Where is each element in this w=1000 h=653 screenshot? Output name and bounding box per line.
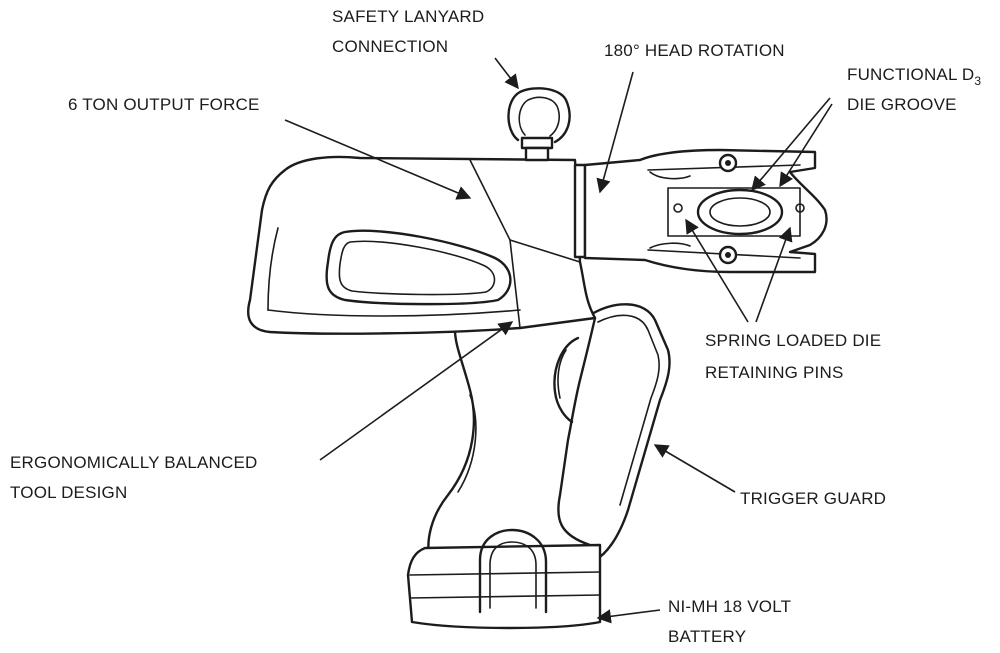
crimping-tool-illustration	[247, 87, 828, 630]
die-oval-outer	[696, 188, 784, 236]
battery-upper-seam	[409, 571, 601, 576]
label-safety-lanyard-2: CONNECTION	[332, 37, 448, 56]
housing-lower-contour	[267, 309, 521, 317]
trigger-shape	[553, 336, 580, 424]
head-lower-slot	[649, 242, 691, 249]
battery-pack-shape	[406, 543, 602, 630]
die-screw-right	[795, 203, 805, 213]
trigger-detail	[557, 349, 567, 399]
retaining-pin-top-center	[725, 160, 731, 166]
label-battery-1: NI-MH 18 VOLT	[668, 597, 791, 616]
battery-lower-seam	[409, 594, 601, 599]
leader-trigger-guard	[653, 444, 736, 493]
side-window-inner	[338, 240, 496, 296]
label-ergonomic-2: TOOL DESIGN	[10, 483, 127, 502]
leader-battery	[596, 609, 661, 624]
label-functional-die-prefix: FUNCTIONAL D	[847, 65, 974, 84]
die-groove-inner	[709, 197, 771, 227]
housing-contour	[267, 227, 279, 311]
callout-labels: SAFETY LANYARD CONNECTION 180° HEAD ROTA…	[10, 7, 981, 646]
housing-panel-edge-2	[509, 239, 521, 329]
leader-head-rotation	[596, 71, 634, 194]
leader-die-groove-2	[779, 103, 833, 188]
leader-pins-1	[685, 218, 749, 323]
lanyard-ring-inner	[518, 96, 560, 137]
battery-latch-inner	[489, 541, 537, 609]
handle-grip-shape	[427, 316, 597, 562]
label-safety-lanyard-1: SAFETY LANYARD	[332, 7, 484, 26]
label-ergonomic-1: ERGONOMICALLY BALANCED	[10, 453, 258, 472]
retaining-pin-bottom-center	[725, 252, 731, 258]
label-spring-pins-1: SPRING LOADED DIE	[705, 331, 881, 350]
leader-ergonomic	[319, 321, 514, 461]
label-functional-die-subscript: 3	[974, 74, 981, 88]
neck-ring	[573, 163, 587, 259]
trigger-guard-inner	[597, 314, 660, 506]
leader-pins-2	[755, 226, 793, 323]
head-upper-slot	[649, 171, 691, 180]
label-output-force: 6 TON OUTPUT FORCE	[68, 95, 260, 114]
leader-lines	[284, 57, 833, 624]
grip-contour	[457, 394, 477, 493]
lanyard-base-top	[520, 136, 554, 150]
trigger-guard-shape	[588, 303, 671, 562]
leader-output-force	[284, 119, 472, 200]
crimp-head-shape	[583, 148, 828, 274]
lanyard-ring	[507, 87, 571, 144]
label-head-rotation: 180° HEAD ROTATION	[604, 41, 785, 60]
label-trigger-guard: TRIGGER GUARD	[740, 489, 886, 508]
label-functional-die: FUNCTIONAL D3	[847, 65, 981, 88]
battery-latch	[478, 528, 548, 614]
label-spring-pins-2: RETAINING PINS	[705, 363, 844, 382]
label-battery-2: BATTERY	[668, 627, 746, 646]
leader-die-groove-1	[751, 97, 831, 192]
label-die-groove: DIE GROOVE	[847, 95, 957, 114]
die-screw-left	[673, 203, 683, 213]
lanyard-base-post	[524, 146, 550, 162]
main-housing-shape	[247, 155, 597, 335]
side-window-outer	[325, 229, 512, 306]
leader-lanyard	[494, 57, 519, 90]
